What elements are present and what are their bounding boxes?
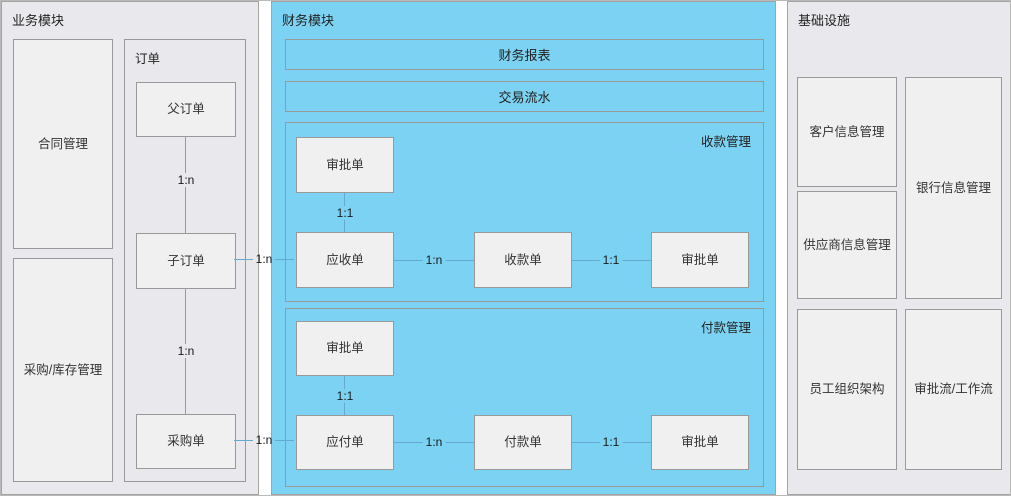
business-module-title: 业务模块 bbox=[12, 13, 65, 28]
relation-label-child-receivable: 1:n bbox=[255, 252, 273, 266]
approval-node-receipt-top: 审批单 bbox=[296, 137, 394, 193]
relation-label-payable-approval: 1:1 bbox=[333, 389, 357, 403]
transaction-flow-bar: 交易流水 bbox=[285, 81, 764, 112]
receipt-node: 收款单 bbox=[474, 232, 572, 288]
connector-child-order-to-receivable-b bbox=[275, 259, 294, 260]
relation-label-purchase-payable: 1:n bbox=[255, 433, 273, 447]
payment-management-group: 付款管理 审批单 1:1 应付单 1:n 付款单 1:1 审批单 bbox=[285, 308, 764, 487]
relation-label-receivable-approval: 1:1 bbox=[333, 206, 357, 220]
receipt-management-group: 收款管理 审批单 1:1 应收单 1:n 收款单 1:1 审批单 bbox=[285, 122, 764, 302]
approval-node-payment-side: 审批单 bbox=[651, 415, 749, 470]
payable-node: 应付单 bbox=[296, 415, 394, 470]
approval-node-receipt-side: 审批单 bbox=[651, 232, 749, 288]
relation-label-receivable-receipt: 1:n bbox=[422, 253, 446, 267]
workflow-node: 审批流/工作流 bbox=[905, 309, 1002, 470]
finance-module-container: 财务模块 财务报表 交易流水 收款管理 审批单 1:1 应收单 1:n 收款单 … bbox=[271, 1, 776, 495]
procurement-inventory-node: 采购/库存管理 bbox=[13, 258, 113, 482]
purchase-order-node: 采购单 bbox=[136, 414, 236, 469]
payment-node: 付款单 bbox=[474, 415, 572, 470]
relation-label-child-purchase: 1:n bbox=[174, 344, 198, 358]
customer-info-node: 客户信息管理 bbox=[797, 77, 897, 187]
orders-group-title: 订单 bbox=[135, 52, 161, 66]
bank-info-node: 银行信息管理 bbox=[905, 77, 1002, 299]
connector-purchase-order-to-payable-a bbox=[234, 440, 253, 441]
connector-child-order-to-receivable-a bbox=[234, 259, 253, 260]
relation-label-payable-payment: 1:n bbox=[422, 435, 446, 449]
contract-management-node: 合同管理 bbox=[13, 39, 113, 249]
parent-order-node: 父订单 bbox=[136, 82, 236, 137]
connector-purchase-order-to-payable-b bbox=[275, 440, 294, 441]
payment-group-title: 付款管理 bbox=[700, 321, 751, 335]
financial-report-bar: 财务报表 bbox=[285, 39, 764, 70]
receipt-group-title: 收款管理 bbox=[700, 135, 751, 149]
infrastructure-module-container: 基础设施 客户信息管理 供应商信息管理 员工组织架构 银行信息管理 审批流/工作… bbox=[787, 1, 1010, 495]
supplier-info-node: 供应商信息管理 bbox=[797, 191, 897, 299]
finance-module-title: 财务模块 bbox=[282, 13, 335, 28]
receivable-node: 应收单 bbox=[296, 232, 394, 288]
child-order-node: 子订单 bbox=[136, 233, 236, 289]
orders-group: 订单 父订单 1:n 子订单 1:n 采购单 bbox=[124, 39, 246, 482]
relation-label-parent-child: 1:n bbox=[174, 173, 198, 187]
relation-label-receipt-approval: 1:1 bbox=[599, 253, 623, 267]
employee-org-node: 员工组织架构 bbox=[797, 309, 897, 470]
business-module-container: 业务模块 合同管理 采购/库存管理 订单 父订单 1:n 子订单 1:n 采购单 bbox=[1, 1, 259, 495]
infrastructure-module-title: 基础设施 bbox=[798, 13, 851, 28]
approval-node-payment-top: 审批单 bbox=[296, 321, 394, 376]
relation-label-payment-approval: 1:1 bbox=[599, 435, 623, 449]
